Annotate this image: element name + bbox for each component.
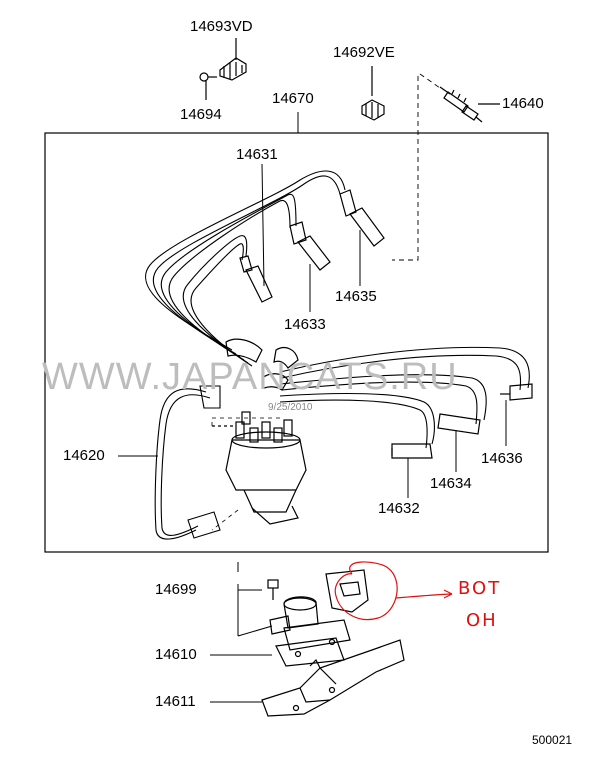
bolt-14699 [267,579,279,600]
boot-14631 [239,255,273,303]
label-14699: 14699 [155,581,197,598]
label-14640: 14640 [502,95,544,112]
handwritten-note-line2: OH [466,610,498,631]
leader-dist-coil-c [237,625,273,637]
label-14610: 14610 [155,646,197,663]
spark-plug-14640 [439,86,500,123]
clip-14692ve [361,66,385,121]
label-14694: 14694 [180,106,222,123]
boot-14636 [500,383,533,401]
dashed-cap-link [211,509,239,531]
ignition-wire-set-14670 [144,170,346,367]
bracket-14693vd [219,38,247,81]
label-14670: 14670 [272,90,314,107]
harness-frame [44,132,549,553]
label-14620: 14620 [63,447,105,464]
center-boots [225,338,299,391]
dashed-cap-outline [211,417,282,426]
red-annotation [334,561,453,621]
bolt-14694 [199,72,217,100]
document-number: 500021 [532,733,573,747]
label-14633: 14633 [284,316,326,333]
ignition-coil-14610 [269,569,369,667]
leader-14640-a [419,73,441,89]
boot-14634 [437,413,481,435]
label-14636: 14636 [481,450,523,467]
watermark: WWW.JAPANCATS.RU [42,356,458,398]
leader-14631 [261,163,265,287]
label-14692ve: 14692VE [333,44,395,61]
bracket-14611 [261,639,405,717]
boot-14635 [339,189,385,247]
date-stamp: 9/25/2010 [268,402,313,413]
ignition-wires-lower [279,346,530,449]
label-14693vd: 14693VD [190,18,253,35]
distributor-cap [212,411,307,525]
label-14611: 14611 [155,693,196,710]
boot-14632 [391,443,433,459]
label-14631: 14631 [236,146,278,163]
handwritten-note-line1: BOT [458,578,502,599]
boot-14633 [289,221,331,271]
coil-wire-14620 [154,385,221,540]
label-14632: 14632 [378,500,420,517]
leader-14640-b [392,76,419,261]
label-14634: 14634 [430,475,472,492]
label-14635: 14635 [335,288,377,305]
